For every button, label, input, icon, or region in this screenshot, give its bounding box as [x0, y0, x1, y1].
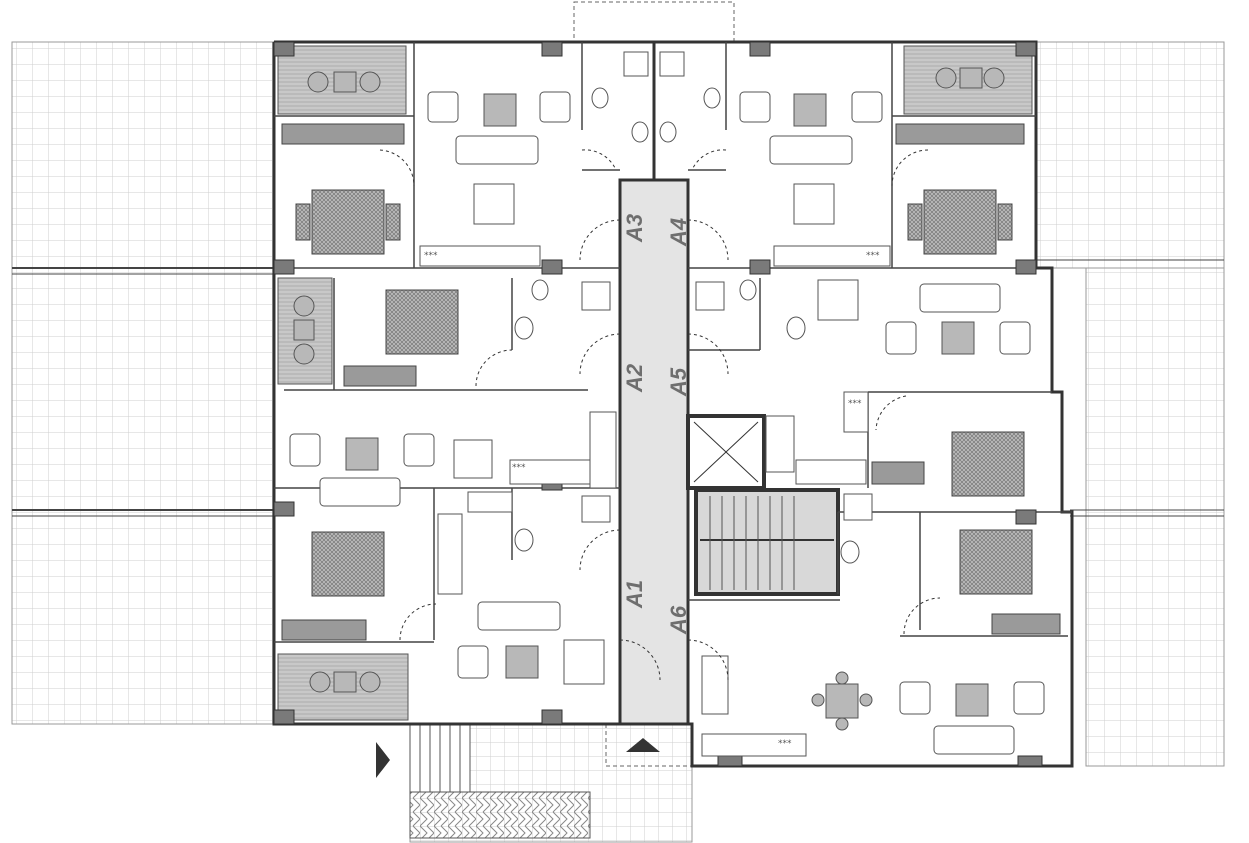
unit-label-a5: A5: [666, 367, 691, 397]
staircase-icon: [694, 488, 840, 596]
kitchen-counters: [419, 245, 891, 757]
entrance-arrow-icon: [626, 738, 660, 752]
unit-label-a1: A1: [622, 580, 647, 609]
entrance-arrow-icon: [376, 742, 390, 778]
door-swings: [379, 149, 941, 681]
kitchen-marks: *** *** *** *** ***: [424, 251, 880, 749]
burner-mark: ***: [778, 739, 792, 749]
unit-label-a3: A3: [622, 214, 647, 243]
central-corridor: [618, 178, 690, 726]
structural-columns: [273, 41, 1043, 767]
unit-labels: A1 A2 A3 A4 A5 A6: [622, 214, 691, 635]
burner-mark: ***: [512, 463, 526, 473]
terrace-furniture: [293, 67, 1005, 693]
unit-label-a2: A2: [622, 363, 647, 393]
unit-label-a4: A4: [666, 218, 691, 247]
bathroom-fixtures: [514, 51, 873, 564]
dining-sets: [453, 183, 859, 685]
entrance-stairs: [409, 723, 591, 839]
beds: [295, 189, 1033, 597]
living-furniture: [289, 91, 1045, 755]
burner-mark: ***: [866, 251, 880, 261]
storage-strips: [281, 123, 1061, 641]
unit-label-a6: A6: [666, 605, 691, 635]
elevator-shaft-icon: [686, 414, 766, 490]
burner-mark: ***: [848, 399, 862, 409]
burner-mark: ***: [424, 251, 438, 261]
site-grid: [11, 1, 1225, 843]
